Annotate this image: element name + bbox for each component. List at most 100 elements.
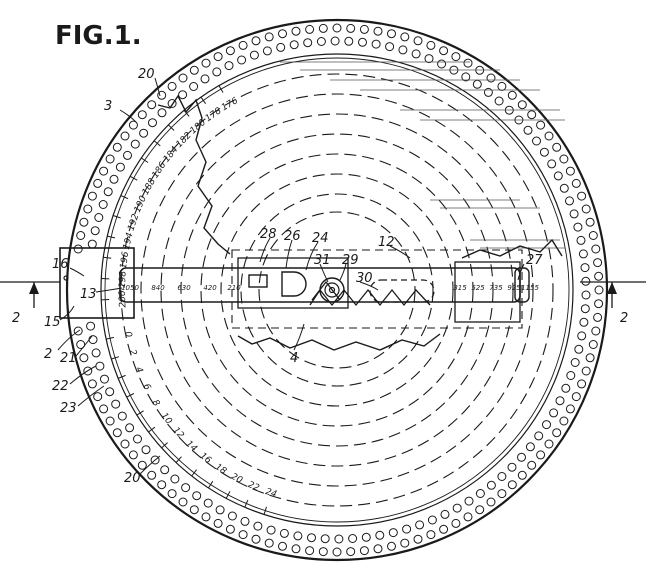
ref-21: 21 bbox=[60, 351, 77, 366]
perforation-hole bbox=[201, 58, 211, 68]
perforation-hole bbox=[90, 226, 100, 236]
ref-3: 3 bbox=[104, 99, 112, 114]
perforation-hole bbox=[192, 491, 202, 501]
perforation-hole bbox=[585, 353, 595, 363]
perforation-hole bbox=[86, 321, 96, 331]
scale-tick bbox=[218, 85, 224, 93]
slide-scale-label: 925 bbox=[507, 284, 521, 292]
perforation-hole bbox=[251, 534, 261, 544]
perforation-hole bbox=[253, 521, 263, 531]
perforation-hole bbox=[111, 399, 121, 409]
perforation-hole bbox=[95, 361, 105, 371]
perforation-hole bbox=[93, 392, 103, 402]
perforation-hole bbox=[137, 110, 147, 120]
perforation-hole bbox=[581, 276, 591, 286]
perforation-hole bbox=[426, 40, 436, 50]
perforation-hole bbox=[139, 128, 149, 138]
lower-scale-label: 24 bbox=[264, 487, 278, 500]
perforation-hole bbox=[137, 460, 147, 470]
perforation-hole bbox=[200, 74, 210, 84]
scale-tick bbox=[107, 235, 116, 239]
perforation-hole bbox=[83, 204, 93, 214]
perforation-hole bbox=[497, 81, 507, 91]
dashed-grooves bbox=[120, 73, 554, 507]
perforation-hole bbox=[276, 42, 286, 52]
perforation-hole bbox=[120, 439, 130, 449]
perforation-hole bbox=[594, 299, 604, 309]
perforation-hole bbox=[79, 353, 89, 363]
perforation-hole bbox=[400, 538, 410, 548]
perforation-hole bbox=[517, 470, 527, 480]
slide-scale-label: 525 bbox=[471, 284, 485, 292]
perforation-hole bbox=[577, 379, 587, 389]
slide-scale-label: 315 bbox=[453, 284, 467, 292]
scale-tick bbox=[153, 140, 161, 147]
shading-hatch bbox=[280, 61, 565, 249]
perforation-hole bbox=[117, 411, 127, 421]
upper-scale-label: 182 bbox=[174, 130, 193, 149]
upper-scale-label: 198 bbox=[118, 270, 129, 288]
perforation-hole bbox=[225, 46, 235, 56]
perforation-hole bbox=[227, 511, 237, 521]
perforation-hole bbox=[581, 290, 591, 300]
ref-30: 30 bbox=[356, 271, 373, 286]
perforation-hole bbox=[472, 79, 482, 89]
perforation-hole bbox=[411, 49, 421, 59]
perforation-hole bbox=[413, 534, 423, 544]
ref-26: 26 bbox=[284, 229, 301, 244]
perforation-hole bbox=[189, 82, 199, 91]
perforation-hole bbox=[238, 530, 248, 540]
perforation-hole bbox=[577, 331, 587, 341]
perforation-hole bbox=[555, 396, 565, 406]
section-line bbox=[0, 281, 646, 308]
ref-16: 16 bbox=[52, 257, 69, 272]
scale-tick bbox=[106, 336, 115, 340]
ref-29: 29 bbox=[342, 253, 359, 268]
perforation-hole bbox=[591, 244, 601, 254]
perforation-hole bbox=[579, 317, 589, 327]
perforation-hole bbox=[523, 125, 533, 135]
upper-scale-label: 196 bbox=[119, 251, 131, 270]
perforation-hole bbox=[571, 392, 581, 402]
ref-23: 23 bbox=[60, 401, 77, 416]
perforation-hole bbox=[559, 183, 569, 193]
perforation-hole bbox=[593, 312, 603, 322]
perforation-hole bbox=[580, 263, 590, 273]
perforation-hole bbox=[291, 544, 301, 554]
ref-20-bottom: 20 bbox=[124, 471, 141, 486]
perforation-hole bbox=[293, 531, 303, 541]
perforation-hole bbox=[213, 52, 223, 62]
perforation-hole bbox=[147, 470, 157, 480]
perforation-hole bbox=[73, 244, 83, 254]
perforation-hole bbox=[93, 178, 103, 188]
perforation-hole bbox=[497, 472, 507, 481]
groove-ring bbox=[200, 153, 474, 427]
ref-22: 22 bbox=[52, 379, 69, 394]
perforation-hole bbox=[112, 142, 122, 152]
perforation-hole bbox=[439, 524, 449, 534]
perforation-hole bbox=[566, 371, 576, 380]
scale-tick bbox=[168, 124, 175, 131]
perforation-hole bbox=[318, 23, 328, 33]
perforation-hole bbox=[463, 512, 473, 522]
perforation-hole bbox=[581, 366, 591, 376]
perforation-hole bbox=[98, 200, 108, 209]
lower-scale-label: 22 bbox=[246, 480, 261, 494]
scale-tick bbox=[225, 491, 231, 499]
perforation-hole bbox=[483, 87, 493, 97]
perforation-hole bbox=[565, 166, 575, 176]
perforation-hole bbox=[178, 497, 188, 507]
groove-ring bbox=[180, 133, 494, 447]
lower-scale-label: 8 bbox=[150, 398, 162, 408]
scale-tick bbox=[136, 410, 144, 416]
perforation-hole bbox=[497, 489, 507, 499]
perforation-hole bbox=[398, 45, 408, 55]
perforation-hole bbox=[486, 73, 496, 83]
ref-31: 31 bbox=[314, 253, 331, 268]
perforation-hole bbox=[413, 36, 423, 46]
perforation-hole bbox=[593, 258, 603, 268]
perforation-hole bbox=[167, 99, 177, 108]
perforation-hole bbox=[125, 423, 135, 433]
perforation-hole bbox=[594, 285, 604, 295]
